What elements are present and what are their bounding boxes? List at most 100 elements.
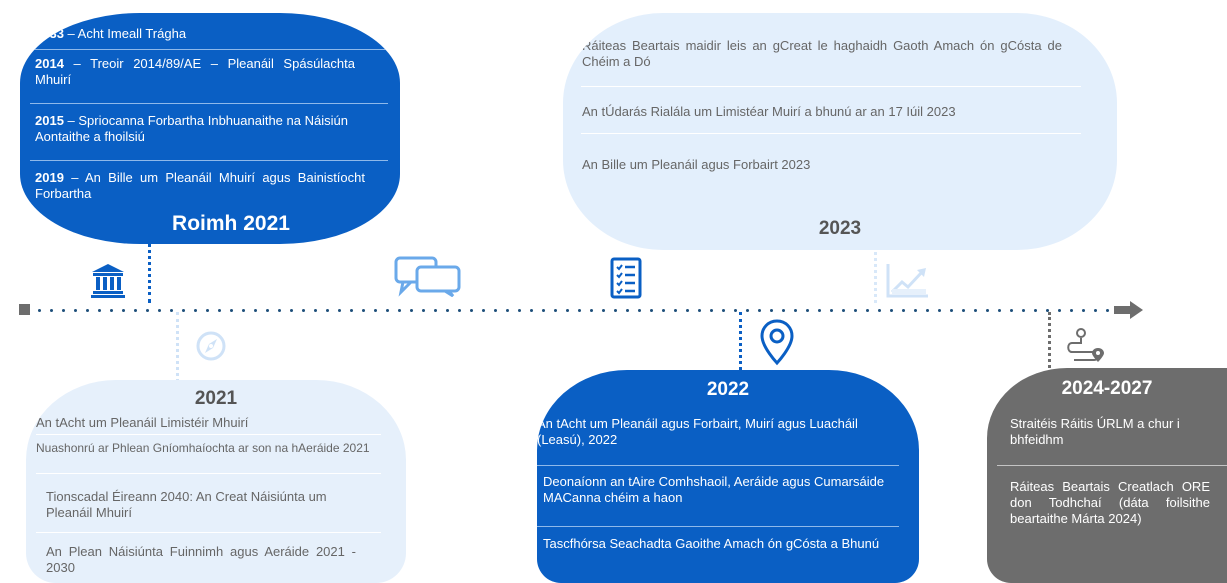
timeline-dot	[1058, 309, 1061, 312]
timeline-dot	[50, 309, 53, 312]
event-year: 2015	[35, 113, 64, 128]
timeline-dot	[806, 309, 809, 312]
timeline-dot	[290, 309, 293, 312]
timeline-dot	[890, 309, 893, 312]
timeline-arrow-icon	[1114, 301, 1143, 319]
timeline-dot	[938, 309, 941, 312]
event-year: 2014	[35, 56, 64, 71]
timeline-dot	[458, 309, 461, 312]
panel-2022: 2022 An tAcht um Pleanáil agus Forbairt,…	[537, 370, 919, 583]
timeline-dot	[1106, 309, 1109, 312]
timeline-dot	[422, 309, 425, 312]
timeline-dot	[1046, 309, 1049, 312]
timeline-dot	[542, 309, 545, 312]
chart-icon	[886, 264, 928, 298]
timeline-dot	[446, 309, 449, 312]
timeline-dot	[278, 309, 281, 312]
timeline-dot	[110, 309, 113, 312]
route-icon	[1067, 328, 1104, 362]
timeline-dot	[62, 309, 65, 312]
timeline-dot	[1070, 309, 1073, 312]
separator	[537, 465, 899, 466]
event-2019: 2019 – An Bille um Pleanáil Mhuirí agus …	[35, 170, 365, 201]
event-2024-2: Ráiteas Beartais Creatlach ORE don Todhc…	[1010, 479, 1210, 526]
timeline-dot	[326, 309, 329, 312]
timeline-dot	[914, 309, 917, 312]
timeline-dot	[746, 309, 749, 312]
timeline-dot	[362, 309, 365, 312]
timeline-dot	[686, 309, 689, 312]
timeline-dot	[266, 309, 269, 312]
bank-icon	[91, 264, 125, 298]
compass-icon	[196, 331, 226, 361]
timeline-dot	[182, 309, 185, 312]
timeline-dot	[482, 309, 485, 312]
timeline-dot	[494, 309, 497, 312]
separator	[30, 103, 388, 104]
timeline-dot	[410, 309, 413, 312]
timeline-dot	[950, 309, 953, 312]
timeline-dot	[758, 309, 761, 312]
timeline-dot	[242, 309, 245, 312]
timeline-dot	[866, 309, 869, 312]
timeline-dot	[842, 309, 845, 312]
timeline-dot	[722, 309, 725, 312]
timeline-dot	[338, 309, 341, 312]
timeline-dot	[998, 309, 1001, 312]
separator	[30, 49, 388, 50]
timeline-dot	[710, 309, 713, 312]
timeline-dot	[566, 309, 569, 312]
event-2014: 2014 – Treoir 2014/89/AE – Pleanáil Spás…	[35, 56, 355, 87]
timeline-dot	[854, 309, 857, 312]
event-2023-3: An Bille um Pleanáil agus Forbairt 2023	[582, 157, 811, 172]
timeline-dot	[1034, 309, 1037, 312]
event-1933: 1933 – Acht Imeall Trágha	[35, 26, 187, 41]
timeline-dot	[530, 309, 533, 312]
separator	[537, 526, 899, 527]
timeline-dot	[830, 309, 833, 312]
title-2022: 2022	[706, 379, 750, 400]
timeline-dot	[986, 309, 989, 312]
event-2021-4: An Plean Náisiúnta Fuinnimh agus Aeráide…	[46, 544, 356, 575]
event-2021-2: Nuashonrú ar Phlean Gníomhaíochta ar son…	[36, 441, 370, 455]
separator	[36, 434, 381, 435]
timeline-dot	[38, 309, 41, 312]
timeline-dot	[398, 309, 401, 312]
event-2021-3: Tionscadal Éireann 2040: An Creat Náisiú…	[46, 489, 327, 520]
timeline-dot	[518, 309, 521, 312]
connector-2022	[739, 312, 742, 370]
connector-2021	[176, 312, 179, 382]
timeline-dot	[554, 309, 557, 312]
timeline-dot	[506, 309, 509, 312]
timeline-start-marker	[19, 304, 30, 315]
timeline-dot	[194, 309, 197, 312]
timeline-dot	[638, 309, 641, 312]
title-2023: 2023	[818, 218, 862, 239]
timeline-dot	[902, 309, 905, 312]
timeline-dot	[674, 309, 677, 312]
timeline-dot	[302, 309, 305, 312]
timeline-dot	[926, 309, 929, 312]
timeline-dot	[794, 309, 797, 312]
separator	[997, 465, 1227, 466]
panel-2023: Ráiteas Beartais maidir leis an gCreat l…	[563, 13, 1117, 250]
timeline-dot	[98, 309, 101, 312]
event-year: 2019	[35, 170, 64, 185]
connector-2024-2027	[1048, 312, 1051, 368]
timeline-dot	[650, 309, 653, 312]
before-2021-panel: 1933 – Acht Imeall Trágha 2014 – Treoir …	[20, 13, 400, 244]
event-2021-1: An tAcht um Pleanáil Limistéir Mhuirí	[36, 415, 249, 430]
timeline-dot	[782, 309, 785, 312]
before-2021-title: Roimh 2021	[172, 212, 290, 235]
timeline-dot	[350, 309, 353, 312]
timeline-dot	[374, 309, 377, 312]
connector-2023	[874, 245, 877, 303]
event-2022-3: Tascfhórsa Seachadta Gaoithe Amach ón gC…	[543, 536, 880, 551]
timeline-dot	[122, 309, 125, 312]
timeline-dot	[86, 309, 89, 312]
panel-2021: 2021 An tAcht um Pleanáil Limistéir Mhui…	[26, 380, 406, 583]
separator	[30, 160, 388, 161]
timeline-dot	[254, 309, 257, 312]
title-2021: 2021	[194, 388, 238, 409]
timeline-dot	[206, 309, 209, 312]
